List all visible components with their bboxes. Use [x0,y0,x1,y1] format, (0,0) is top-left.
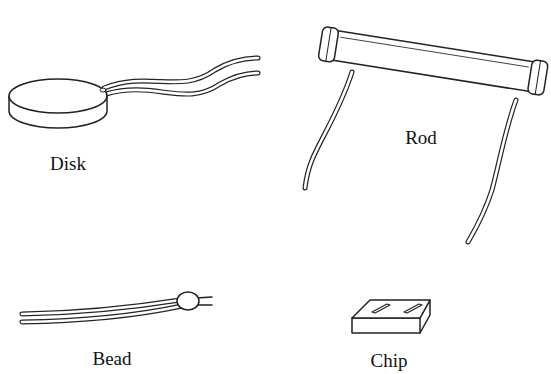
shape-label: Disk [50,154,86,173]
bead-thermistor [22,292,212,322]
shape-label: Rod [405,128,437,147]
disk-leads [104,58,258,94]
rod-thermistor [318,26,549,95]
rod-leads [305,72,516,242]
disk-thermistor [9,79,107,128]
shape-label: Bead [92,349,131,368]
chip-thermistor [352,300,430,333]
shape-label: Chip [371,351,408,370]
